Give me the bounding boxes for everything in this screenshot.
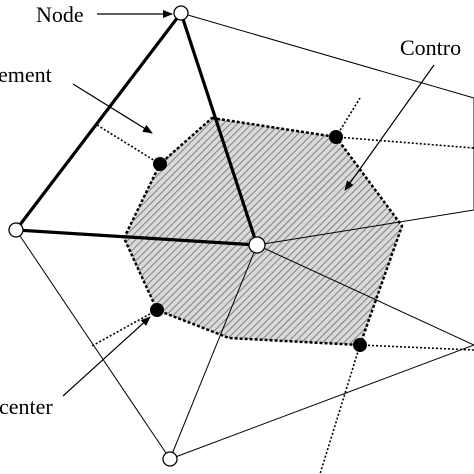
nodes [8,5,266,467]
node-label: Node [36,2,84,27]
control-arrow [344,64,435,191]
center-label: center [0,394,53,419]
center-arrow [62,316,151,397]
dual-edges [91,97,474,474]
centroid-dot [153,157,167,171]
control-volume [122,116,404,347]
centroid-dot [353,338,367,352]
centroids [150,130,367,352]
node-circle [162,451,178,467]
centroid-dot [329,130,343,144]
mesh-edges [15,12,474,460]
node-circle [248,236,266,254]
control-label: Contro [400,35,461,60]
pointer-arrows [62,10,435,397]
triangle-element [12,9,260,247]
element-label: ement [0,62,52,87]
element-arrow [72,83,153,134]
node-circle [173,5,189,21]
centroid-dot [150,303,164,317]
node-circle [8,222,24,238]
